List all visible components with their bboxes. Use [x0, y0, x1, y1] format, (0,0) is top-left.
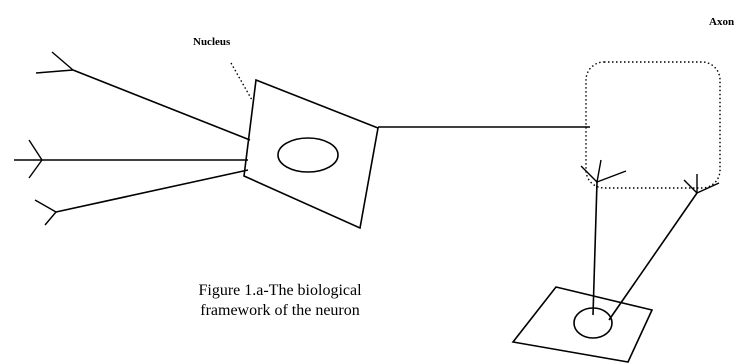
- figure-caption: Figure 1.a-The biological framework of t…: [190, 281, 370, 321]
- nucleus-ellipse: [277, 137, 339, 173]
- dendrite-top: [35, 51, 251, 141]
- axon-terminal-box: [585, 61, 721, 189]
- nucleus-pointer: [230, 62, 253, 101]
- receiving-cell-body: [511, 286, 654, 363]
- axon-terminal-1: [580, 159, 627, 316]
- axon-terminal-2: [608, 174, 720, 321]
- dendrite-middle: [14, 139, 248, 179]
- caption-line-1: Figure 1.a-The biological: [198, 282, 362, 299]
- caption-line-2: framework of the neuron: [200, 302, 360, 319]
- nucleus-label: Nucleus: [193, 36, 231, 48]
- cell-body: [243, 78, 379, 230]
- axon-label: Axon: [709, 16, 735, 28]
- receiving-nucleus: [573, 307, 613, 339]
- dendrite-bottom: [34, 169, 249, 226]
